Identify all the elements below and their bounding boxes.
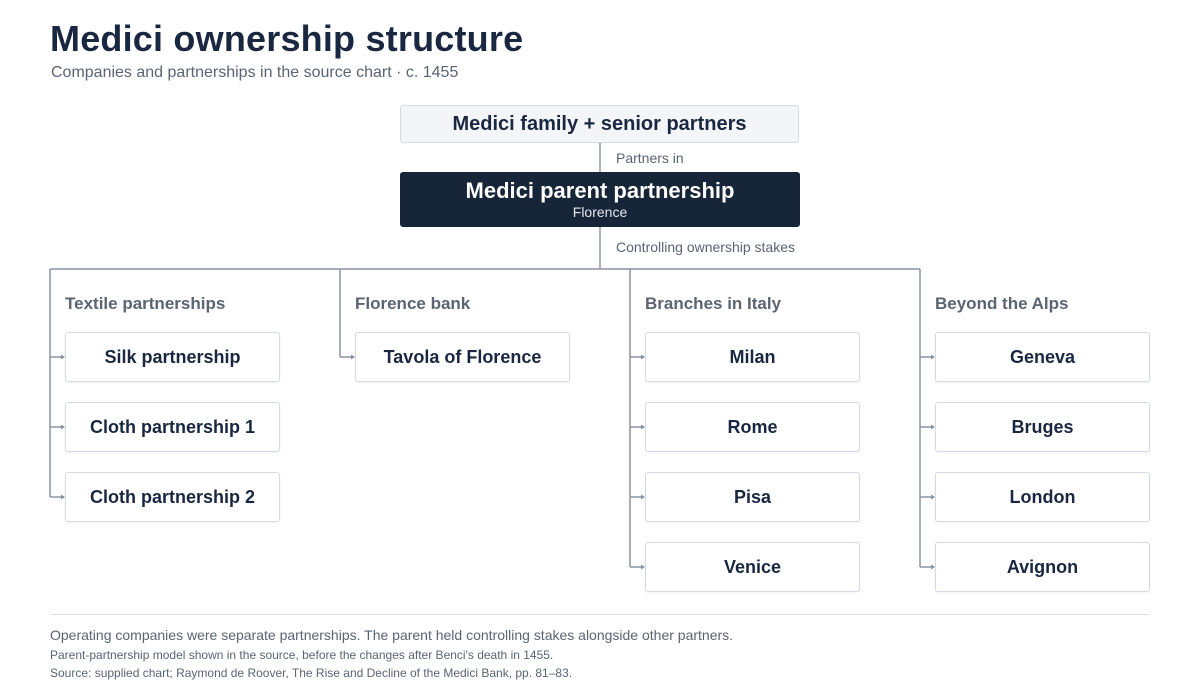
node-milan[interactable]: Milan xyxy=(645,332,860,382)
page-subtitle: Companies and partnerships in the source… xyxy=(51,64,459,81)
arrow-head-icon xyxy=(641,424,645,430)
node-london[interactable]: London xyxy=(935,472,1150,522)
footer-source: Source: supplied chart; Raymond de Roove… xyxy=(50,666,573,680)
arrow-head-icon xyxy=(61,424,65,430)
arrow-head-icon xyxy=(61,354,65,360)
node-venice[interactable]: Venice xyxy=(645,542,860,592)
node-rome[interactable]: Rome xyxy=(645,402,860,452)
node-tavola-of-florence[interactable]: Tavola of Florence xyxy=(355,332,570,382)
arrow-head-icon xyxy=(931,564,935,570)
parent-node-name: Medici parent partnership xyxy=(465,177,735,203)
arrow-head-icon xyxy=(931,494,935,500)
footer-note: Operating companies were separate partne… xyxy=(50,627,734,643)
node-silk-partnership[interactable]: Silk partnership xyxy=(65,332,280,382)
node-bruges[interactable]: Bruges xyxy=(935,402,1150,452)
arrow-head-icon xyxy=(61,494,65,500)
page-title: Medici ownership structure xyxy=(50,18,524,59)
node-geneva[interactable]: Geneva xyxy=(935,332,1150,382)
arrow-head-icon xyxy=(641,354,645,360)
edge-label-control: Controlling ownership stakes xyxy=(616,239,795,255)
top-node-label: Medici family + senior partners xyxy=(452,112,747,135)
arrow-head-icon xyxy=(641,494,645,500)
top-node-family[interactable]: Medici family + senior partners xyxy=(400,105,799,143)
parent-node-location: Florence xyxy=(572,203,628,220)
arrow-head-icon xyxy=(641,564,645,570)
group-title-textile: Textile partnerships xyxy=(65,294,226,313)
parent-node[interactable]: Medici parent partnership Florence xyxy=(400,172,800,227)
node-cloth-partnership-2[interactable]: Cloth partnership 2 xyxy=(65,472,280,522)
group-title-beyond-alps: Beyond the Alps xyxy=(935,294,1069,313)
arrow-head-icon xyxy=(351,354,355,360)
group-title-branches-italy: Branches in Italy xyxy=(645,294,782,313)
group-title-florence-bank: Florence bank xyxy=(355,294,471,313)
node-cloth-partnership-1[interactable]: Cloth partnership 1 xyxy=(65,402,280,452)
arrow-head-icon xyxy=(931,354,935,360)
footer-divider xyxy=(50,614,1150,615)
node-avignon[interactable]: Avignon xyxy=(935,542,1150,592)
edge-label-partners: Partners in xyxy=(616,150,684,166)
footer-detail: Parent-partnership model shown in the so… xyxy=(50,648,554,662)
arrow-head-icon xyxy=(931,424,935,430)
node-pisa[interactable]: Pisa xyxy=(645,472,860,522)
